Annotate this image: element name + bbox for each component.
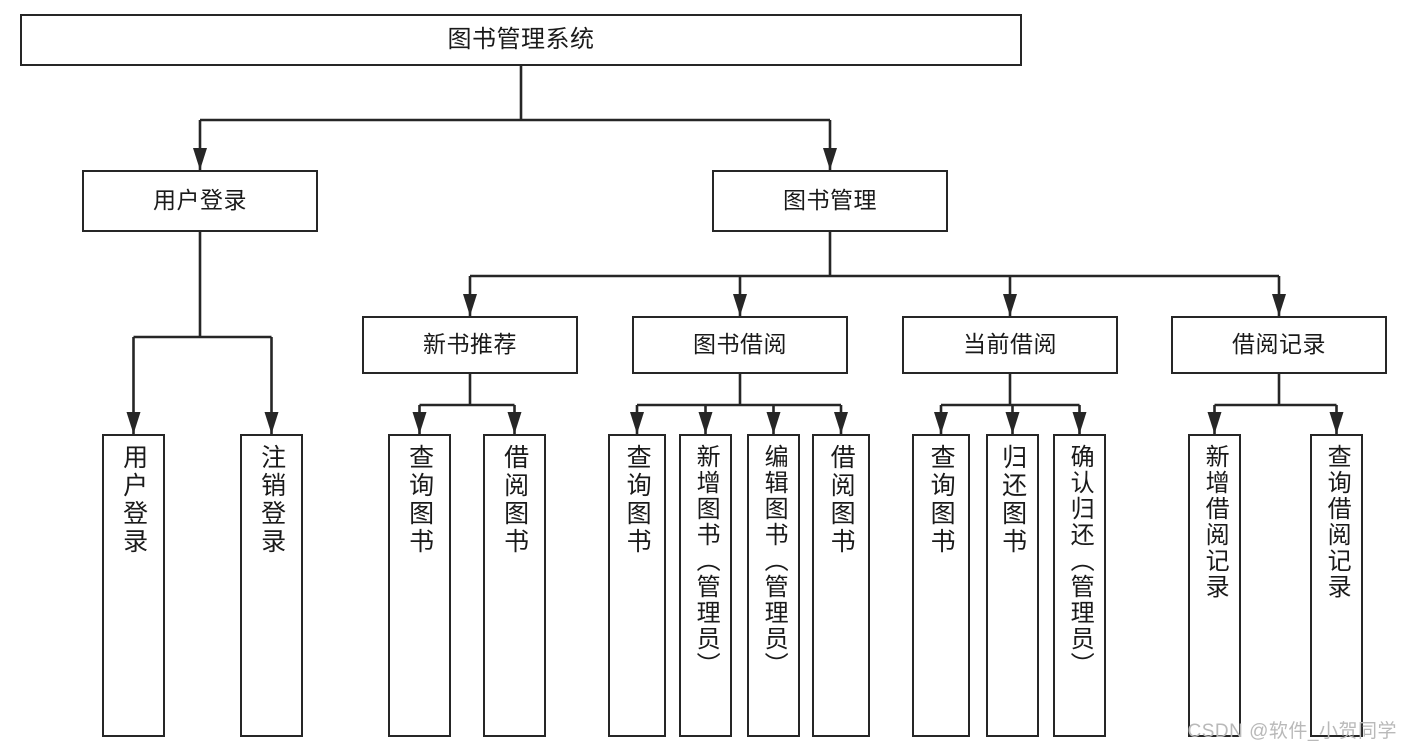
node-leaf-return[interactable]: 归还图书	[986, 434, 1039, 737]
node-label: 图书管理	[783, 187, 877, 214]
arrowhead-icon	[1072, 412, 1087, 434]
node-label: 图书管理系统	[447, 25, 595, 53]
node-leaf-logout[interactable]: 注销登录	[240, 434, 303, 737]
arrowhead-icon	[463, 294, 477, 316]
node-login[interactable]: 用户登录	[82, 170, 318, 232]
node-current[interactable]: 当前借阅	[902, 316, 1118, 374]
node-label: 编辑图书（管理员）	[760, 444, 788, 678]
arrowhead-icon	[264, 412, 279, 434]
node-leaf-query-b[interactable]: 查询图书	[608, 434, 666, 737]
node-label: 当前借阅	[963, 331, 1057, 358]
node-bookmgmt[interactable]: 图书管理	[712, 170, 948, 232]
node-label: 查询图书	[623, 444, 652, 556]
node-borrow[interactable]: 图书借阅	[632, 316, 848, 374]
arrowhead-icon	[1329, 412, 1344, 434]
arrowhead-icon	[766, 412, 781, 434]
arrowhead-icon	[934, 412, 948, 434]
node-label: 归还图书	[998, 444, 1027, 556]
node-leaf-query-new[interactable]: 查询图书	[388, 434, 451, 737]
arrowhead-icon	[733, 294, 747, 316]
node-leaf-addrec[interactable]: 新增借阅记录	[1188, 434, 1241, 737]
node-leaf-borrow-new[interactable]: 借阅图书	[483, 434, 546, 737]
node-label: 新书推荐	[423, 331, 517, 358]
node-leaf-editbook[interactable]: 编辑图书（管理员）	[747, 434, 800, 737]
node-label: 查询借阅记录	[1323, 444, 1351, 600]
arrowhead-icon	[834, 412, 848, 434]
arrowhead-icon	[698, 412, 713, 434]
node-label: 注销登录	[257, 444, 286, 556]
arrowhead-icon	[412, 412, 427, 434]
node-label: 借阅图书	[827, 444, 856, 556]
node-label: 借阅记录	[1232, 331, 1326, 358]
arrowhead-icon	[193, 148, 207, 170]
node-label: 图书借阅	[693, 331, 787, 358]
node-label: 用户登录	[119, 444, 148, 556]
arrowhead-icon	[630, 412, 644, 434]
node-leaf-confirm[interactable]: 确认归还（管理员）	[1053, 434, 1106, 737]
node-label: 确认归还（管理员）	[1066, 444, 1094, 678]
arrowhead-icon	[1005, 412, 1020, 434]
node-leaf-login[interactable]: 用户登录	[102, 434, 165, 737]
node-label: 查询图书	[405, 444, 434, 556]
node-label: 用户登录	[153, 187, 247, 214]
node-label: 新增图书（管理员）	[692, 444, 720, 678]
watermark-text: CSDN @软件_小贺同学	[1187, 721, 1397, 742]
arrowhead-icon	[1207, 412, 1222, 434]
node-label: 新增借阅记录	[1201, 444, 1229, 600]
node-records[interactable]: 借阅记录	[1171, 316, 1387, 374]
arrowhead-icon	[126, 412, 141, 434]
arrowhead-icon	[823, 148, 837, 170]
arrowhead-icon	[507, 412, 522, 434]
arrowhead-icon	[1003, 294, 1017, 316]
node-label: 查询图书	[927, 444, 956, 556]
node-leaf-queryrec[interactable]: 查询借阅记录	[1310, 434, 1363, 737]
node-leaf-addbook[interactable]: 新增图书（管理员）	[679, 434, 732, 737]
arrowhead-icon	[1272, 294, 1286, 316]
node-leaf-borrow-b[interactable]: 借阅图书	[812, 434, 870, 737]
node-newbook[interactable]: 新书推荐	[362, 316, 578, 374]
node-root[interactable]: 图书管理系统	[20, 14, 1022, 66]
node-label: 借阅图书	[500, 444, 529, 556]
node-leaf-query-c[interactable]: 查询图书	[912, 434, 970, 737]
